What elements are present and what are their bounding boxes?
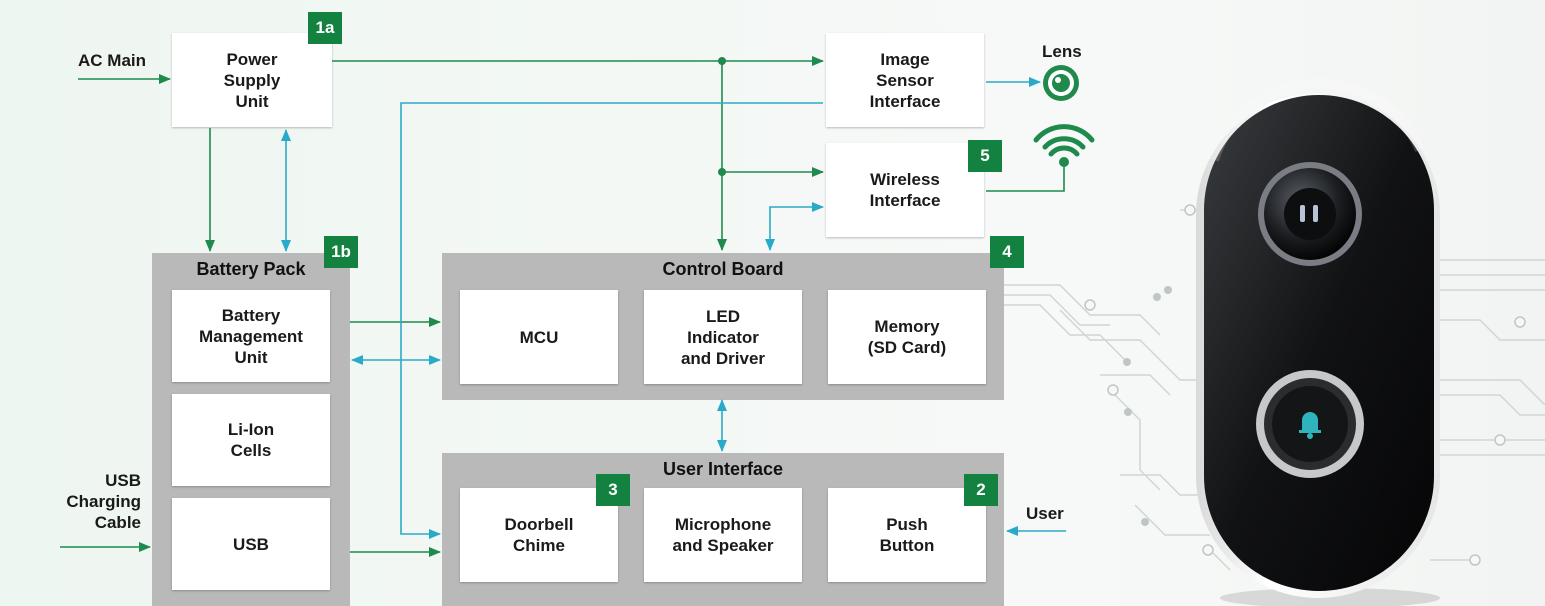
led-indicator-block: LED Indicator and Driver: [644, 290, 802, 384]
badge-1a: 1a: [308, 12, 342, 44]
badge-1b: 1b: [324, 236, 358, 268]
badge-2: 2: [964, 474, 998, 506]
battery-management-unit-block: Battery Management Unit: [172, 290, 330, 382]
microphone-speaker-block: Microphone and Speaker: [644, 488, 802, 582]
user-interface-title: User Interface: [662, 459, 784, 479]
badge-4: 4: [990, 236, 1024, 268]
lens-label: Lens: [1042, 42, 1082, 61]
power-supply-unit-block: Power Supply Unit: [172, 33, 332, 127]
doorbell-chime-block: Doorbell Chime: [460, 488, 618, 582]
usb-charging-cable-label: USB Charging Cable: [66, 471, 141, 532]
image-sensor-interface-block: Image Sensor Interface: [826, 33, 984, 127]
ac-main-label: AC Main: [78, 51, 146, 70]
control-board-title: Control Board: [662, 259, 784, 279]
li-ion-cells-block: Li-Ion Cells: [172, 394, 330, 486]
badge-5: 5: [968, 140, 1002, 172]
wireless-interface-block: Wireless Interface: [826, 143, 984, 237]
push-button-block: Push Button: [828, 488, 986, 582]
badge-3: 3: [596, 474, 630, 506]
user-label: User: [1026, 504, 1064, 523]
mcu-block: MCU: [460, 290, 618, 384]
battery-pack-title: Battery Pack: [196, 259, 306, 279]
usb-block: USB: [172, 498, 330, 590]
memory-block: Memory (SD Card): [828, 290, 986, 384]
